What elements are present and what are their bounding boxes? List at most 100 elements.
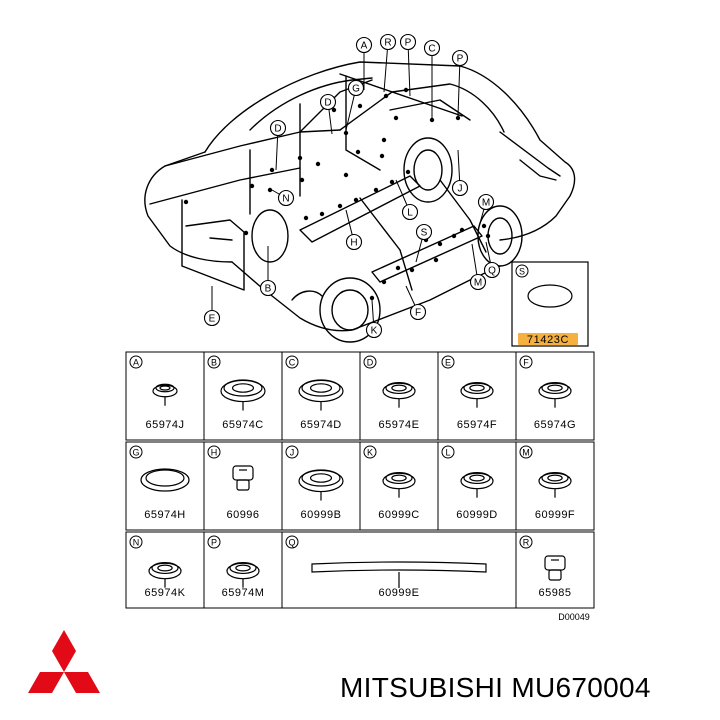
fastener-dot [243,230,249,236]
fastener-dot [459,227,465,233]
callout-letter: S [421,228,428,239]
part-number-label: 65974M [222,587,265,599]
callout-circle [469,273,487,291]
callout-circle [477,193,495,211]
fastener-dot [183,199,189,205]
callout-letter: Q [488,266,496,277]
fastener-dot [249,183,255,189]
part-letter-circle [519,445,533,459]
part-s-number: 71423C [527,334,569,346]
callout-letter: P [457,54,464,65]
callout-letter: C [428,44,435,55]
part-letter: K [367,448,373,458]
callout-circle [319,93,337,111]
part-cell-border [515,351,595,441]
leader-line [407,41,411,97]
part-letter: H [211,448,218,458]
part-letter-circle [129,535,143,549]
callout-letter: F [415,308,421,319]
part-illustration [460,381,494,408]
callout-letter: K [371,326,378,337]
part-cell-border [515,441,595,531]
fastener-dot [383,93,389,99]
fastener-dot [357,103,363,109]
callout-circle [259,279,277,297]
brand-name: MITSUBISHI [340,672,504,703]
part-s-panel: S 71423C [511,261,589,347]
callout-letter: N [282,194,289,205]
part-cell-m: M 60999F [515,441,595,531]
part-letter-circle [207,355,221,369]
part-number-label: 65974H [144,509,186,521]
part-letter-circle [129,445,143,459]
callout-circle [365,321,383,339]
callout-circle [409,303,427,321]
fastener-dot [451,233,457,239]
parts-grid: A65974JB65974CC65974DD65974EE65974FF6597… [125,351,595,609]
part-cell-r: R 65985 [515,531,595,609]
part-letter-circle [285,445,299,459]
part-letter: A [133,358,139,368]
part-illustration [226,561,260,588]
part-illustration [382,471,416,498]
callout-letter: D [324,98,331,109]
fastener-dot [267,187,273,193]
part-letter-circle [285,355,299,369]
fastener-dot [455,115,461,121]
part-number-label: 65985 [538,587,571,599]
callout-letter: L [407,208,413,219]
part-letter: Q [288,538,295,548]
callout-circle [277,189,295,207]
part-letter-circle [363,355,377,369]
part-letter: R [523,538,530,548]
part-number-label: 60999C [378,509,420,521]
part-letter: P [211,538,217,548]
callout-circle [415,223,433,241]
part-illustration [140,468,190,492]
part-letter-circle [129,355,143,369]
callout-letter: R [384,38,391,49]
callout-letter: D [274,124,281,135]
fastener-dot [485,233,491,239]
part-number-label: 60999B [301,509,342,521]
fastener-dot [303,215,309,221]
part-letter: L [445,448,450,458]
part-letter: B [211,358,217,368]
callout-circle [345,233,363,251]
part-illustration [544,555,566,581]
callout-circle [347,79,365,97]
drawing-code: D00049 [558,612,590,622]
fastener-dot [433,257,439,263]
part-letter-circle [207,535,221,549]
callout-circle [483,261,501,279]
part-letter: G [132,448,139,458]
callout-letter: G [352,84,360,95]
part-cell-k: K 60999C [359,441,439,531]
part-number-label: 60999F [535,509,575,521]
part-illustration [538,381,572,408]
part-letter: M [522,448,530,458]
callout-letter: E [209,314,216,325]
fastener-dot [337,203,343,209]
fastener-dot [389,179,395,185]
fastener-dot [405,169,411,175]
part-number-label: 65974E [379,419,420,431]
part-illustration [298,469,344,501]
fastener-dot [381,279,387,285]
part-cell-border [515,531,595,609]
fastener-dot [373,187,379,193]
leader-line [457,57,461,117]
part-number-label: 65974K [145,587,186,599]
callout-letter: J [458,184,463,195]
callout-letter: M [474,278,482,289]
callout-circle [451,179,469,197]
fastener-dot [369,295,375,301]
fastener-dot [395,265,401,271]
